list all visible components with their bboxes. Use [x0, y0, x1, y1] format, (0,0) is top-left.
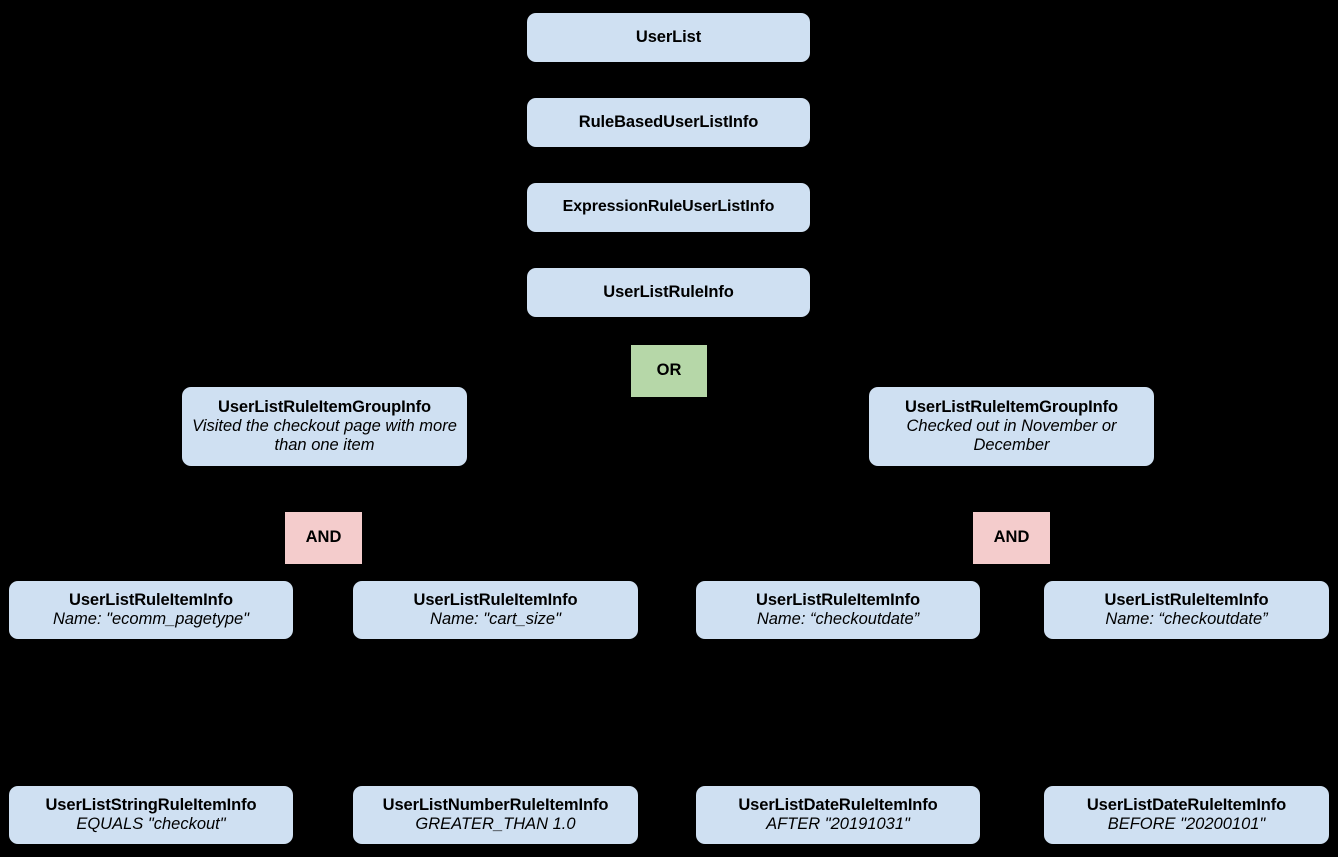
- node-leaf-1[interactable]: UserListStringRuleItemInfo EQUALS "check…: [9, 786, 293, 844]
- node-group-right[interactable]: UserListRuleItemGroupInfo Checked out in…: [869, 387, 1154, 466]
- node-user-list-rule-info-title: UserListRuleInfo: [603, 282, 734, 301]
- node-group-left-title: UserListRuleItemGroupInfo: [218, 397, 431, 416]
- node-user-list-rule-info[interactable]: UserListRuleInfo: [527, 268, 810, 317]
- node-leaf-4[interactable]: UserListDateRuleItemInfo BEFORE "2020010…: [1044, 786, 1329, 844]
- and-right-label: AND: [993, 528, 1030, 547]
- node-leaf-1-subtitle: EQUALS "checkout": [76, 815, 226, 833]
- node-and-left[interactable]: AND: [285, 512, 362, 564]
- node-item-4-subtitle: Name: “checkoutdate”: [1105, 610, 1268, 628]
- node-leaf-2[interactable]: UserListNumberRuleItemInfo GREATER_THAN …: [353, 786, 638, 844]
- edge-group-left-to-and-left: [298, 465, 325, 512]
- edge-or-to-group-left: [339, 369, 632, 386]
- node-item-4[interactable]: UserListRuleItemInfo Name: “checkoutdate…: [1044, 581, 1329, 639]
- node-item-3-subtitle: Name: “checkoutdate”: [756, 610, 920, 628]
- node-item-2[interactable]: UserListRuleItemInfo Name: "cart_size": [353, 581, 638, 639]
- and-left-label: AND: [305, 528, 342, 547]
- edge-and-right-to-item-4: [1049, 536, 1188, 582]
- node-group-left[interactable]: UserListRuleItemGroupInfo Visited the ch…: [182, 387, 467, 466]
- node-leaf-4-title: UserListDateRuleItemInfo: [1086, 795, 1287, 814]
- node-leaf-1-title: UserListStringRuleItemInfo: [45, 795, 257, 814]
- node-item-1-subtitle: Name: "ecomm_pagetype": [52, 610, 250, 628]
- arrowhead-group-right: [987, 376, 1003, 390]
- node-leaf-2-subtitle: GREATER_THAN 1.0: [415, 815, 576, 833]
- node-group-left-subtitle: Visited the checkout page with more than…: [192, 416, 457, 455]
- node-item-2-subtitle: Name: "cart_size": [430, 610, 561, 628]
- node-group-right-subtitle: Checked out in November or December: [906, 416, 1117, 455]
- node-expression-rule-user-list-info[interactable]: ExpressionRuleUserListInfo: [527, 183, 810, 232]
- edge-or-to-group-right: [706, 369, 996, 386]
- edge-and-right-to-item-3: [836, 536, 974, 582]
- or-operator-label: OR: [656, 361, 682, 380]
- node-item-2-title: UserListRuleItemInfo: [413, 590, 578, 609]
- node-group-right-title: UserListRuleItemGroupInfo: [905, 397, 1118, 416]
- node-expression-rule-user-list-info-title: ExpressionRuleUserListInfo: [562, 198, 775, 216]
- node-rule-based-user-list-info-title: RuleBasedUserListInfo: [578, 112, 759, 131]
- node-item-3[interactable]: UserListRuleItemInfo Name: “checkoutdate…: [696, 581, 980, 639]
- node-item-1[interactable]: UserListRuleItemInfo Name: "ecomm_pagety…: [9, 581, 293, 639]
- node-leaf-4-subtitle: BEFORE "20200101": [1107, 815, 1266, 833]
- node-leaf-2-title: UserListNumberRuleItemInfo: [382, 795, 609, 814]
- edge-group-right-to-and-right: [988, 465, 1013, 512]
- edge-and-left-to-item-2: [361, 536, 497, 582]
- node-item-1-title: UserListRuleItemInfo: [69, 590, 233, 609]
- node-user-list-title: UserList: [635, 27, 702, 46]
- node-item-4-title: UserListRuleItemInfo: [1104, 590, 1269, 609]
- node-leaf-3-title: UserListDateRuleItemInfo: [738, 795, 938, 814]
- node-leaf-3[interactable]: UserListDateRuleItemInfo AFTER "20191031…: [696, 786, 980, 844]
- edge-and-left-to-item-1: [149, 536, 286, 581]
- node-and-right[interactable]: AND: [973, 512, 1050, 564]
- node-rule-based-user-list-info[interactable]: RuleBasedUserListInfo: [527, 98, 810, 147]
- node-or-operator[interactable]: OR: [631, 345, 707, 397]
- node-item-3-title: UserListRuleItemInfo: [756, 590, 920, 609]
- node-leaf-3-subtitle: AFTER "20191031": [766, 815, 910, 833]
- node-user-list[interactable]: UserList: [527, 13, 810, 62]
- arrowhead-group-left: [332, 376, 348, 390]
